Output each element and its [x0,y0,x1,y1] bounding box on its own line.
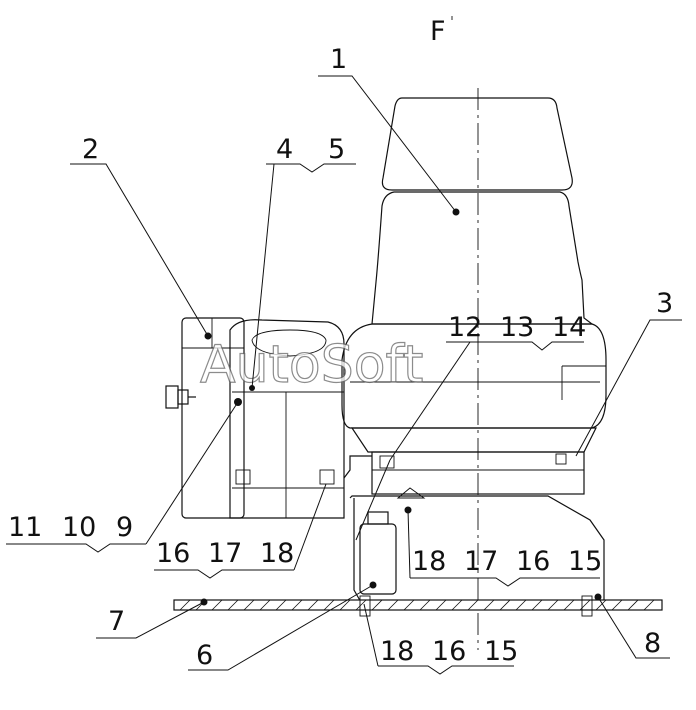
leader-8 [597,596,670,659]
callout-5: 5 [328,134,345,165]
leader-1 [318,75,457,213]
callout-g3-15: 15 [484,636,518,667]
valve-body [359,523,397,595]
leader-9 [145,401,239,545]
callout-11: 11 [8,512,42,543]
compressor-housing [181,317,245,519]
air-pipe-upper [343,455,372,479]
callout-g1-16: 16 [156,538,190,569]
callout-13: 13 [500,312,534,343]
leader-12 [389,341,471,461]
filter-tank [229,319,345,519]
frame-clamp-right [555,453,567,465]
valve-cap [367,511,389,525]
compressor-bolt-nut [177,389,189,405]
callout-g2-15: 15 [568,546,602,577]
callout-3: 3 [656,288,673,319]
valve-unit [359,487,426,595]
tank-clamp-right [319,469,335,485]
callout-1: 1 [330,44,347,75]
callout-g2-17: 17 [464,546,498,577]
floor-plate-hatching [179,599,655,611]
valve-bracket [396,487,426,499]
floor-plate [173,593,663,617]
callout-2: 2 [82,134,99,165]
tank-clamp-left [235,469,251,485]
leader-4 [251,163,275,389]
leader-12-14-bracket [446,341,584,351]
leader-g2 [407,509,411,579]
callout-7: 7 [108,606,125,637]
callout-10: 10 [62,512,96,543]
callout-g1-18: 18 [260,538,294,569]
leader-12-ext [355,459,391,541]
leader-g1-bracket [154,569,294,579]
callout-14: 14 [552,312,586,343]
watermark: AutoSoft [200,335,423,395]
callout-4: 4 [276,134,293,165]
compressor-unit [165,317,245,519]
callout-8: 8 [644,628,661,659]
leader-2 [70,163,209,337]
leader-3 [575,319,682,457]
callout-g3-18: 18 [380,636,414,667]
filter-tank-cap [251,329,327,357]
callout-12: 12 [448,312,482,343]
air-pipe-down [353,498,363,605]
filter-tank-body [229,319,345,519]
seat-headrest [381,97,573,191]
view-label: F [430,16,446,47]
compressor-bolt-head [165,385,179,409]
leader-11-9-bracket [6,543,146,553]
callout-g2-18: 18 [412,546,446,577]
leader-g3 [363,603,379,667]
seat [341,97,607,495]
callout-g1-17: 17 [208,538,242,569]
callout-9: 9 [116,512,133,543]
leader-6 [188,584,374,671]
floor-bolt-right [581,595,593,617]
seat-backrest [371,191,594,325]
callout-g3-16: 16 [432,636,466,667]
leader-g1 [293,483,327,571]
leader-4-5-bracket [266,163,356,173]
leader-7 [96,601,205,639]
callout-g2-16: 16 [516,546,550,577]
seat-frame [371,451,585,495]
callout-6: 6 [196,640,213,671]
seat-suspension-base [350,427,597,453]
leader-g3-bracket [378,665,514,675]
floor-plate-body [173,599,663,611]
leader-g2-bracket [410,577,600,587]
air-pipe-lower [349,495,605,600]
floor-bolt-left [359,595,371,617]
